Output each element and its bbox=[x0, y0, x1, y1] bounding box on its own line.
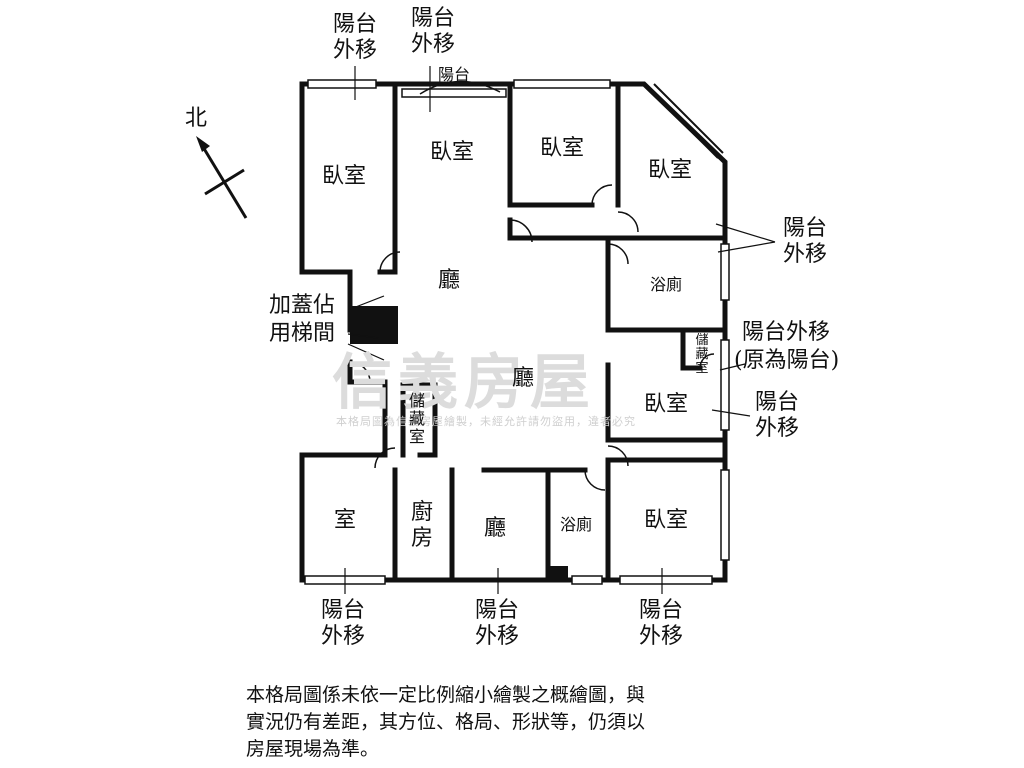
room-bedroom-se: 臥室 bbox=[644, 508, 689, 533]
room-living-s: 廳 bbox=[484, 516, 507, 541]
annotation-right-upper: 陽台外移 bbox=[782, 216, 827, 267]
bath-s-fixture bbox=[548, 566, 568, 580]
north-label: 北 bbox=[185, 106, 208, 131]
room-living-main: 廳 bbox=[438, 268, 461, 293]
annotation-bottom-mid: 陽台外移 bbox=[474, 598, 519, 649]
room-bedroom-n2: 臥室 bbox=[540, 136, 585, 161]
room-kitchen: 廚房 bbox=[410, 500, 433, 551]
doors bbox=[349, 184, 715, 491]
room-storage-small: 儲藏室 bbox=[695, 333, 709, 376]
annotation-top-mid: 陽台外移 bbox=[410, 6, 455, 57]
room-bedroom-n1: 臥室 bbox=[430, 140, 475, 165]
annotation-right-mid-note: (原為陽台) bbox=[734, 348, 840, 373]
north-arrow-icon bbox=[196, 136, 248, 219]
room-bedroom-e: 臥室 bbox=[644, 392, 689, 417]
footnote: 本格局圖係未依一定比例縮小繪製之概繪圖，與 實況仍有差距，其方位、格局、形狀等，… bbox=[246, 682, 766, 763]
footnote-line: 房屋現場為準。 bbox=[246, 738, 380, 760]
balcony-arc bbox=[419, 80, 501, 95]
room-bedroom-ne: 臥室 bbox=[648, 158, 693, 183]
annotation-right-lower: 陽台外移 bbox=[754, 390, 799, 441]
room-storage-center: 儲藏室 bbox=[408, 391, 425, 446]
watermark-brand: 信義房屋 bbox=[332, 348, 596, 418]
footnote-line: 實況仍有差距，其方位、格局、形狀等，仍須以 bbox=[246, 711, 646, 733]
leader-lines bbox=[344, 66, 776, 594]
walls bbox=[299, 81, 728, 583]
footnote-line: 本格局圖係未依一定比例縮小繪製之概繪圖，與 bbox=[246, 684, 646, 706]
room-sw: 室 bbox=[334, 508, 357, 533]
annotation-right-mid: 陽台外移 bbox=[742, 320, 831, 345]
room-living-center: 廳 bbox=[512, 366, 535, 391]
room-bath-e: 浴廁 bbox=[650, 275, 683, 294]
room-bath-s: 浴廁 bbox=[560, 515, 593, 534]
watermark-notice: 本格局圖為信義房屋繪製，未經允許請勿盜用，違者必究 bbox=[336, 415, 636, 428]
annotation-top-left: 陽台外移 bbox=[332, 12, 377, 63]
room-bedroom-nw: 臥室 bbox=[322, 164, 367, 189]
annotation-bottom-right: 陽台外移 bbox=[638, 598, 683, 649]
balcony-small-label: 陽台 bbox=[438, 65, 471, 84]
annotation-stair-note: 加蓋佔用梯間 bbox=[268, 293, 335, 346]
annotation-bottom-left: 陽台外移 bbox=[320, 598, 365, 649]
